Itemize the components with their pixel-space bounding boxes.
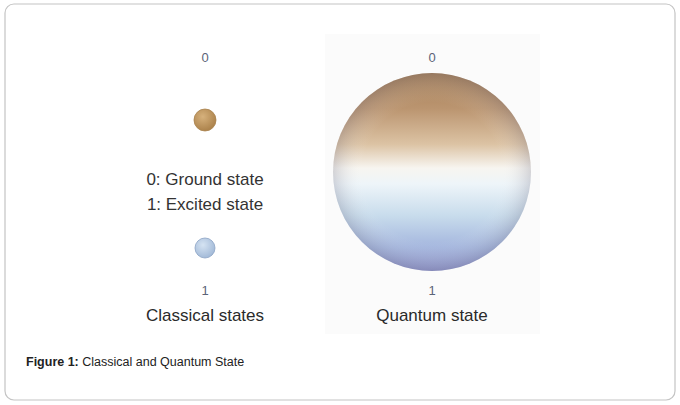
state-index: 0 [428,50,435,65]
figure-border [5,4,675,400]
column-label: Quantum state [376,306,488,326]
state-index: 0 [201,50,208,65]
excited-state-dot [195,238,215,258]
state-legend-text: 0: Ground state [146,170,263,190]
state-index: 1 [428,283,435,298]
sphere-shading [333,73,531,271]
bloch-sphere [333,73,531,271]
sphere-ground [325,34,540,334]
state-index: 1 [201,283,208,298]
column-label: Classical states [146,306,264,326]
ground-state-dot [194,109,216,131]
figure-caption: Figure 1: Classical and Quantum State [26,355,244,369]
state-legend-text: 1: Excited state [147,195,263,215]
